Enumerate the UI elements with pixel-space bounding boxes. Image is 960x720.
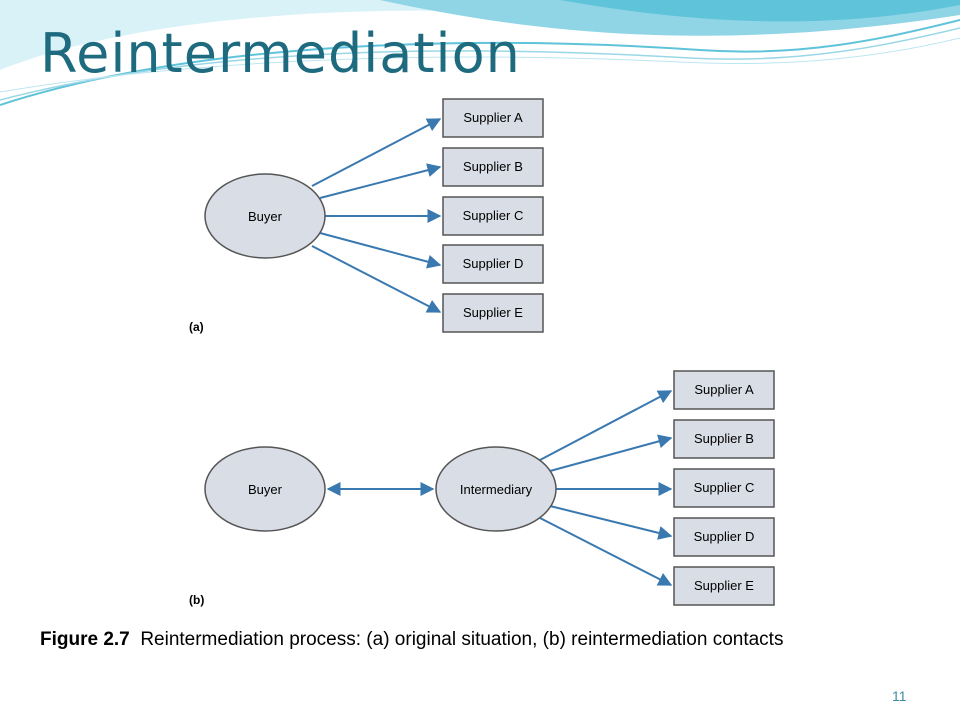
figure-number: Figure 2.7 <box>40 629 130 650</box>
supplier-e-box <box>673 566 775 606</box>
figure-caption: Figure 2.7 Reintermediation process: (a)… <box>40 626 880 653</box>
supplier-a-label: Supplier A <box>463 110 523 125</box>
supplier-e-label: Supplier E <box>463 305 523 320</box>
arrow-intermediary-supplier-d <box>549 505 673 540</box>
supplier-b-box <box>673 419 775 459</box>
slide-title: Reintermediation <box>40 22 521 85</box>
supplier-b-label: Supplier B <box>694 431 754 446</box>
supplier-c-box <box>673 468 775 508</box>
supplier-b-label: Supplier B <box>463 159 523 174</box>
header-swoosh <box>0 0 960 106</box>
supplier-c-label: Supplier C <box>694 480 755 495</box>
supplier-a-box <box>673 370 775 410</box>
arrow-intermediary-supplier-b <box>549 434 673 472</box>
panel-b: Buyer Intermediary Supplier A Supplier B… <box>189 370 775 607</box>
buyer-label: Buyer <box>248 482 283 497</box>
intermediary-label: Intermediary <box>460 482 533 497</box>
arrow-buyer-supplier-a <box>311 118 442 187</box>
arrow-buyer-supplier-d <box>319 232 442 269</box>
arrow-intermediary-supplier-e <box>539 517 673 586</box>
supplier-d-label: Supplier D <box>463 256 524 271</box>
buyer-node <box>204 446 326 532</box>
buyer-label: Buyer <box>248 209 283 224</box>
panel-b-label: (b) <box>189 593 204 607</box>
panel-a: Buyer Supplier A Supplier B Supplier C S… <box>189 98 544 334</box>
arrow-intermediary-supplier-a <box>539 390 673 461</box>
supplier-a-label: Supplier A <box>694 382 754 397</box>
supplier-e-label: Supplier E <box>694 578 754 593</box>
supplier-c-box <box>442 196 544 236</box>
caption-text: Reintermediation process: (a) original s… <box>140 629 784 650</box>
supplier-c-label: Supplier C <box>463 208 524 223</box>
supplier-b-box <box>442 147 544 187</box>
arrow-buyer-supplier-e <box>311 245 442 313</box>
supplier-a-box <box>442 98 544 138</box>
supplier-e-box <box>442 293 544 333</box>
page-number: 11 <box>892 688 907 704</box>
supplier-d-box <box>673 517 775 557</box>
reintermediation-diagram: Buyer Supplier A Supplier B Supplier C S… <box>180 88 780 610</box>
panel-a-label: (a) <box>189 320 204 334</box>
supplier-d-box <box>442 244 544 284</box>
supplier-d-label: Supplier D <box>694 529 755 544</box>
buyer-node <box>204 173 326 259</box>
intermediary-node <box>435 446 557 532</box>
arrow-buyer-supplier-b <box>319 163 442 199</box>
